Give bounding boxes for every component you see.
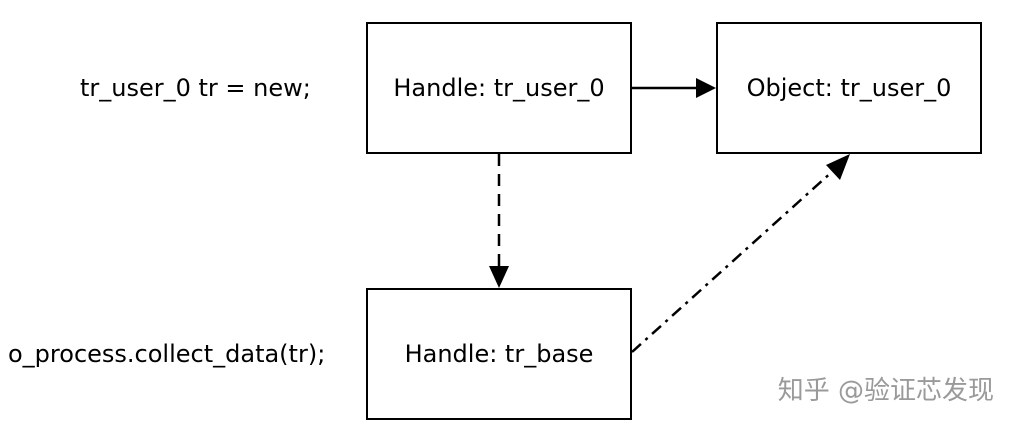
watermark-text: 知乎 @验证芯发现 [777, 376, 994, 406]
box-handle-tr-base-label: Handle: tr_base [404, 340, 594, 368]
arrow-dashdot-base-to-object [631, 169, 835, 353]
arrowhead-solid [696, 78, 716, 98]
box-object-tr-user-0-label: Object: tr_user_0 [746, 74, 952, 102]
box-handle-tr-base: Handle: tr_base [366, 288, 632, 420]
box-handle-tr-user-0-label: Handle: tr_user_0 [393, 74, 605, 102]
code-line-collect: o_process.collect_data(tr); [8, 340, 326, 368]
box-object-tr-user-0: Object: tr_user_0 [716, 22, 982, 154]
box-handle-tr-user-0: Handle: tr_user_0 [366, 22, 632, 154]
arrowhead-dashdot [826, 154, 850, 180]
arrowhead-dashed [489, 266, 509, 288]
code-line-new: tr_user_0 tr = new; [80, 74, 311, 102]
